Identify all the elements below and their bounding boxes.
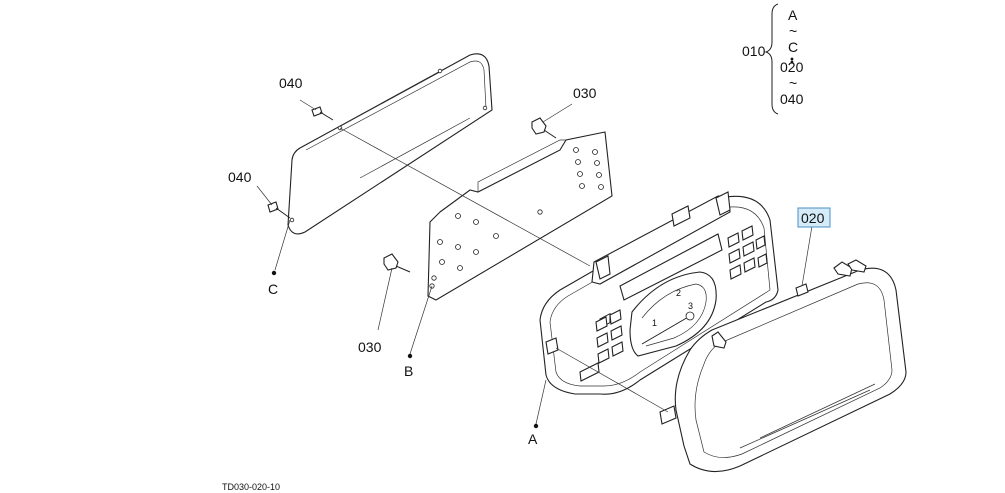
leader-lines [256, 99, 813, 425]
point-markers [271, 270, 539, 429]
board-led-holes [429, 147, 604, 289]
svg-text:3: 3 [688, 301, 693, 311]
screw-040-top[interactable] [311, 106, 334, 121]
assembly-legend: 010 A ~ C 020 ~ 040 [742, 3, 804, 115]
legend-line-2: ~ [789, 23, 797, 39]
legend-line-4: 020 [780, 59, 804, 75]
drawing-code: TD030-020-10 [222, 482, 280, 492]
point-label-c: C [268, 281, 278, 297]
svg-text:2: 2 [676, 288, 681, 298]
front-cover[interactable] [659, 259, 907, 473]
housing-right-indicators [727, 225, 768, 280]
point-label-a: A [528, 431, 538, 447]
meter-housing[interactable]: 2 3 1 [539, 191, 779, 395]
bulb-030-bottom[interactable] [383, 253, 411, 273]
callout-030-bottom[interactable]: 030 [358, 339, 382, 355]
callout-040-left[interactable]: 040 [228, 169, 252, 185]
housing-left-indicators [579, 309, 624, 382]
point-label-b: B [404, 363, 413, 379]
callout-030-top[interactable]: 030 [573, 85, 597, 101]
svg-text:1: 1 [652, 318, 657, 328]
legend-line-1: A [788, 7, 798, 23]
bulb-030-top[interactable] [531, 117, 557, 139]
circuit-board[interactable] [427, 131, 613, 301]
legend-line-6: 040 [780, 91, 804, 107]
legend-assembly-number[interactable]: 010 [742, 43, 766, 59]
screw-040-left[interactable] [267, 201, 291, 219]
callout-040-top[interactable]: 040 [279, 75, 303, 91]
legend-line-5: ~ [789, 75, 797, 91]
callout-020[interactable]: 020 [801, 210, 825, 226]
callout-020-highlight[interactable]: 020 [797, 207, 831, 228]
rear-panel[interactable] [287, 53, 493, 235]
legend-line-3: C [788, 39, 798, 55]
